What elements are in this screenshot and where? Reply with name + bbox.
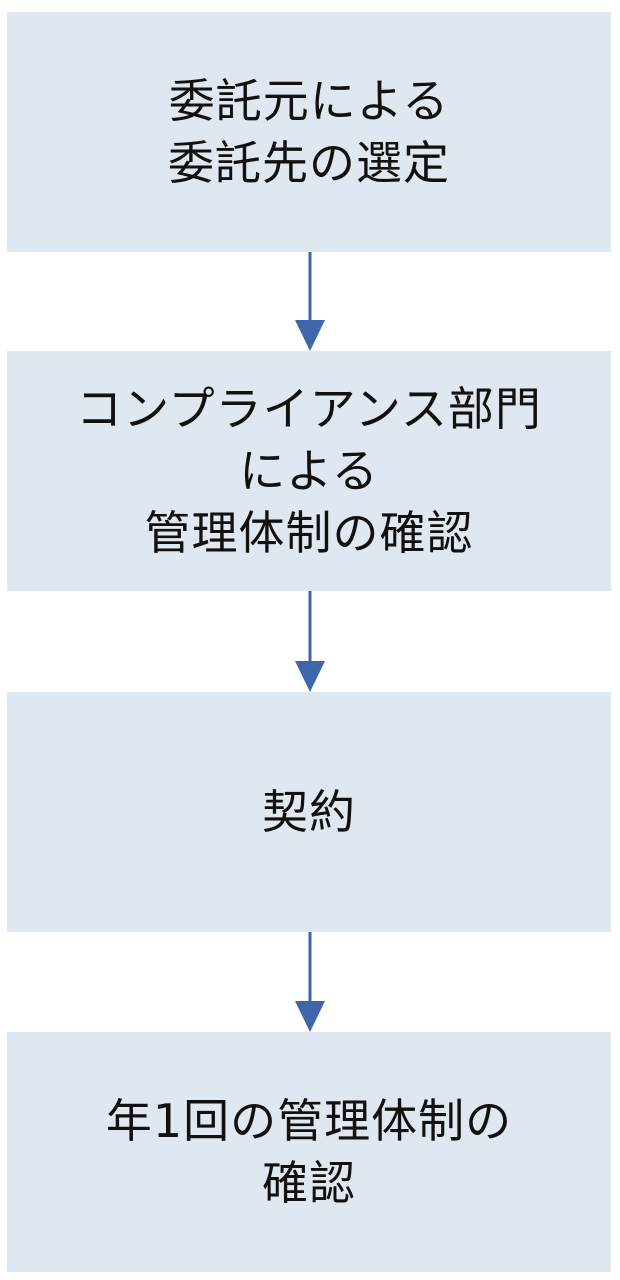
step-box-1: 委託元による 委託先の選定 bbox=[7, 12, 611, 252]
step-4-line-1: 年1回の管理体制の bbox=[105, 1094, 513, 1148]
arrow-down-2 bbox=[295, 591, 325, 692]
step-box-4: 年1回の管理体制の 確認 bbox=[7, 1032, 611, 1272]
step-2-line-2: による bbox=[239, 444, 379, 498]
arrow-down-1 bbox=[295, 252, 325, 351]
arrow-down-3 bbox=[295, 932, 325, 1032]
step-label-1: 委託元による 委託先の選定 bbox=[168, 70, 450, 194]
step-3-line-1: 契約 bbox=[262, 785, 356, 839]
step-label-2: コンプライアンス部門 による 管理体制の確認 bbox=[76, 378, 542, 564]
step-label-4: 年1回の管理体制の 確認 bbox=[106, 1090, 512, 1214]
step-label-3: 契約 bbox=[262, 781, 356, 843]
step-1-line-1: 委託元による bbox=[168, 74, 450, 128]
step-4-line-2: 確認 bbox=[262, 1156, 356, 1210]
step-1-line-2: 委託先の選定 bbox=[168, 136, 450, 190]
step-2-line-1: コンプライアンス部門 bbox=[76, 382, 542, 436]
step-box-2: コンプライアンス部門 による 管理体制の確認 bbox=[7, 351, 611, 591]
step-2-line-3: 管理体制の確認 bbox=[144, 506, 474, 560]
step-box-3: 契約 bbox=[7, 692, 611, 932]
